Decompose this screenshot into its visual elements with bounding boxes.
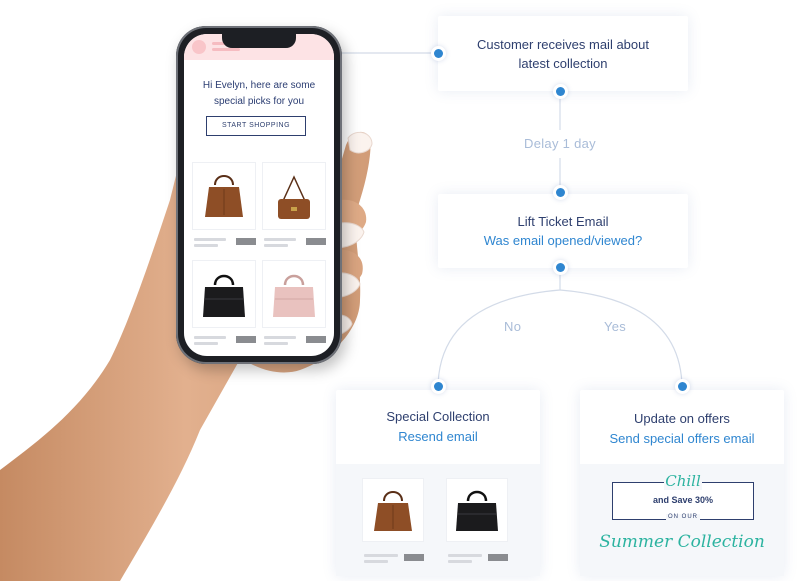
price-tag — [236, 336, 256, 343]
handbag-icon — [456, 490, 498, 531]
handbag-icon — [374, 491, 412, 531]
offer-word: Chill — [664, 472, 702, 490]
card-title: Update on offers — [634, 411, 730, 426]
flow-node — [434, 49, 443, 58]
product-card — [446, 478, 508, 542]
price-placeholder — [448, 554, 482, 557]
card-action: Resend email — [398, 429, 478, 444]
price-tag — [306, 336, 326, 343]
avatar — [192, 40, 206, 54]
price-placeholder — [264, 244, 288, 247]
branch-label-yes: Yes — [604, 319, 627, 334]
flow-node — [434, 382, 443, 391]
crossbody-bag-icon — [278, 175, 310, 219]
product-card — [362, 478, 424, 542]
price-placeholder — [264, 336, 296, 339]
branch-label-no: No — [504, 319, 522, 334]
price-tag — [236, 238, 256, 245]
card-action: Send special offers email — [609, 431, 755, 446]
email-preview — [336, 464, 540, 576]
price-placeholder — [364, 560, 388, 563]
email-greeting: Hi Evelyn, here are some special picks f… — [202, 80, 316, 107]
step-title: Lift Ticket Email — [517, 214, 609, 229]
offer-line: and Save 30% — [652, 495, 714, 505]
branch-card-update-on-offers: Update on offers Send special offers ema… — [580, 390, 784, 576]
price-placeholder — [264, 342, 288, 345]
price-placeholder — [364, 554, 398, 557]
email-preview: and Save 30% Chill ON OUR Summer Collect… — [580, 464, 784, 576]
phone-notch — [222, 34, 296, 48]
flow-node — [556, 263, 565, 272]
price-tag — [306, 238, 326, 245]
offer-small-text: ON OUR — [666, 514, 700, 520]
delay-label: Delay 1 day — [524, 136, 596, 151]
handbag-icon — [203, 274, 245, 317]
flow-node — [556, 87, 565, 96]
step-card-lift-ticket-email: Lift Ticket Email Was email opened/viewe… — [438, 194, 688, 268]
flow-node — [678, 382, 687, 391]
step-question: Was email opened/viewed? — [483, 233, 643, 248]
flow-node — [556, 188, 565, 197]
product-card[interactable] — [262, 162, 326, 230]
step-card-customer-receives-mail: Customer receives mail about latest coll… — [438, 16, 688, 91]
price-placeholder — [194, 238, 226, 241]
offer-collection: Summer Collection — [599, 532, 765, 552]
handbag-icon — [205, 175, 243, 217]
product-card[interactable] — [262, 260, 326, 328]
price-placeholder — [448, 560, 472, 563]
price-tag — [404, 554, 424, 561]
header-placeholder-line — [212, 48, 240, 51]
step-title: Customer receives mail about latest coll… — [477, 37, 649, 71]
price-placeholder — [194, 336, 226, 339]
price-placeholder — [264, 238, 296, 241]
start-shopping-button[interactable]: START SHOPPING — [206, 116, 306, 136]
branch-card-special-collection: Special Collection Resend email — [336, 390, 540, 576]
phone-screen: Hi Evelyn, here are some special picks f… — [184, 34, 334, 356]
product-card[interactable] — [192, 260, 256, 328]
product-card[interactable] — [192, 162, 256, 230]
price-tag — [488, 554, 508, 561]
phone-mockup: Hi Evelyn, here are some special picks f… — [176, 26, 342, 364]
handbag-icon — [273, 274, 315, 317]
card-title: Special Collection — [386, 409, 490, 424]
price-placeholder — [194, 244, 218, 247]
price-placeholder — [194, 342, 218, 345]
